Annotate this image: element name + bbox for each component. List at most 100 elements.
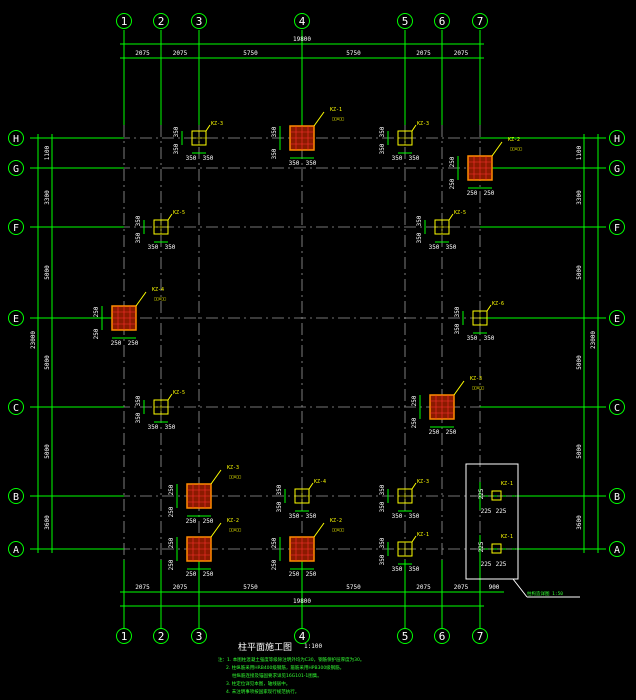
column-dimension-text: 250	[411, 395, 418, 406]
column-dimension-text: 350	[446, 244, 457, 251]
dimension-x: 2075	[454, 50, 469, 57]
dimension-y: 5000	[44, 265, 51, 280]
dimension-y: 1100	[44, 145, 51, 160]
axis-label: F	[13, 223, 19, 234]
column-dimension-text: 350	[409, 566, 420, 573]
column-dimension-text: 250	[186, 571, 197, 578]
column-dimension-text: 250	[203, 518, 214, 525]
detail-dimension-text: 225	[481, 561, 492, 568]
column-dimension-text: 250	[168, 537, 175, 548]
axis-label: 1	[121, 15, 128, 28]
column-spec: □□x□□	[472, 385, 485, 390]
dimension-y: 3300	[44, 190, 51, 205]
column-dimension-text: 350	[392, 155, 403, 162]
column-dimension-text: 250	[449, 156, 456, 167]
detail-dimension-text: 225	[478, 488, 485, 499]
column-section-detail	[491, 543, 502, 554]
axis-label: 4	[299, 630, 306, 643]
total-dimension-x: 19800	[293, 36, 311, 43]
leader-line	[210, 522, 222, 538]
column-label: KZ-2	[227, 518, 239, 524]
axis-bubble	[397, 13, 413, 29]
dimension-x: 2075	[173, 50, 188, 57]
column-dimension-text: 250	[203, 571, 214, 578]
column-label: KZ-3	[227, 465, 239, 471]
dimension-y: 5000	[576, 265, 583, 280]
column-dimension-text: 350	[289, 160, 300, 167]
column-dimension-text: 350	[135, 412, 142, 423]
detail-note: 柱构造详图 1:50	[527, 590, 563, 597]
column-dimension-text: 250	[289, 571, 300, 578]
axis-label: 6	[439, 630, 446, 643]
column-dimension-text: 250	[484, 190, 495, 197]
dimension-y: 5000	[576, 355, 583, 370]
axis-bubble	[609, 310, 625, 326]
axis-label: C	[13, 403, 19, 414]
leader-line	[210, 469, 222, 485]
column-spec: □□x□□	[154, 296, 167, 301]
detail-leader-line	[512, 578, 528, 598]
axis-label: 1	[121, 630, 128, 643]
column-label: KZ-1	[417, 532, 429, 538]
total-dimension-y: 23000	[590, 331, 597, 349]
column-section-detail	[491, 490, 502, 501]
leader-line	[167, 213, 173, 221]
column-spec: □□x□□	[229, 474, 242, 479]
dimension-y: 1100	[576, 145, 583, 160]
column-dimension-text: 250	[271, 537, 278, 548]
column-label: KZ-5	[454, 210, 466, 216]
axis-bubble	[609, 160, 625, 176]
leader-line	[205, 124, 211, 132]
column-dimension-text: 250	[411, 417, 418, 428]
axis-label: E	[13, 314, 19, 325]
column-spec: □□x□□	[332, 116, 345, 121]
column-dimension-text: 250	[186, 518, 197, 525]
axis-bubble	[609, 541, 625, 557]
column-dimension-text: 250	[446, 429, 457, 436]
axis-bubble	[472, 13, 488, 29]
axis-bubble	[294, 628, 310, 644]
axis-label: B	[13, 492, 19, 503]
column-dimension-text: 350	[289, 513, 300, 520]
axis-bubble	[8, 399, 24, 415]
axis-label: 4	[299, 15, 306, 28]
note-line: 2. 柱纵筋采用HRB400级钢筋，箍筋采用HPB300级钢筋。	[226, 666, 345, 671]
column-dimension-text: 350	[392, 513, 403, 520]
axis-bubble	[609, 219, 625, 235]
column-dimension-text: 350	[409, 155, 420, 162]
dimension-x: 2075	[135, 584, 150, 591]
axis-label: 5	[402, 630, 409, 643]
column-dimension-text: 250	[111, 340, 122, 347]
column-label: KZ-2	[508, 137, 520, 143]
column-label: KZ-3	[470, 376, 482, 382]
column-dimension-text: 350	[148, 424, 159, 431]
leader-line	[411, 482, 417, 490]
dimension-y: 5000	[576, 444, 583, 459]
column-label: KZ-4	[152, 287, 164, 293]
column-dimension-text: 350	[379, 537, 386, 548]
column-label: KZ-5	[173, 390, 185, 396]
column-dimension-text: 350	[379, 554, 386, 565]
leader-line	[135, 291, 147, 307]
leader-line	[313, 522, 325, 538]
column-dimension-text: 350	[429, 244, 440, 251]
axis-bubble	[8, 488, 24, 504]
detail-column-label: KZ-1	[501, 481, 513, 487]
column-dimension-text: 350	[135, 232, 142, 243]
axis-bubble	[191, 628, 207, 644]
column-dimension-text: 350	[165, 424, 176, 431]
leader-line	[453, 380, 465, 396]
dimension-x: 5750	[243, 584, 258, 591]
column-dimension-text: 350	[165, 244, 176, 251]
column-dimension-text: 350	[276, 484, 283, 495]
dimension-x: 5750	[346, 584, 361, 591]
column-dimension-text: 350	[416, 215, 423, 226]
detail-column-label: KZ-1	[501, 534, 513, 540]
axis-bubble	[609, 399, 625, 415]
total-dimension-x: 19800	[293, 598, 311, 605]
axis-bubble	[294, 13, 310, 29]
column-dimension-text: 350	[271, 148, 278, 159]
column-dimension-text: 250	[168, 484, 175, 495]
